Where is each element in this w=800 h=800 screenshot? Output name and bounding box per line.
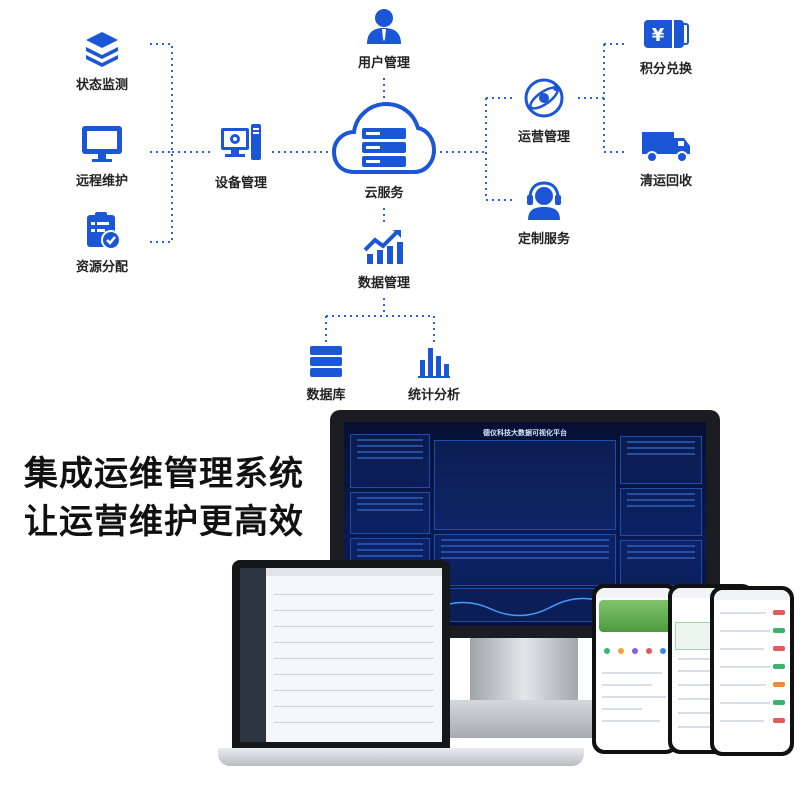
dashboard-panel — [350, 434, 430, 488]
phone-banner — [599, 600, 671, 632]
node-cloud-service: 云服务 — [330, 98, 438, 201]
node-operations-management: 运营管理 — [508, 76, 580, 145]
dashboard-panel — [620, 436, 702, 484]
node-label: 远程维护 — [75, 174, 128, 189]
monitor-stand — [470, 638, 578, 708]
headset-icon — [527, 181, 561, 220]
layers-icon — [86, 32, 118, 67]
computer-gear-icon — [221, 124, 261, 160]
node-label: 数据库 — [306, 388, 346, 403]
node-label: 运营管理 — [517, 130, 570, 145]
dashboard-panel — [620, 540, 702, 586]
node-label: 数据管理 — [357, 276, 410, 291]
node-label: 资源分配 — [75, 260, 128, 275]
atom-icon — [524, 78, 564, 118]
dashboard-panel — [350, 492, 430, 534]
node-resource-allocation: 资源分配 — [66, 210, 138, 275]
node-status-monitor: 状态监测 — [66, 28, 138, 93]
monitor-base — [430, 700, 620, 738]
node-label: 积分兑换 — [639, 62, 692, 77]
user-icon — [367, 9, 401, 44]
phone-screen — [596, 588, 674, 750]
trend-chart-icon — [363, 230, 403, 264]
node-label: 用户管理 — [357, 56, 410, 71]
node-label: 状态监测 — [75, 78, 128, 93]
node-label: 清运回收 — [639, 174, 692, 189]
node-label: 统计分析 — [407, 388, 460, 403]
dashboard-table — [434, 534, 616, 586]
laptop-sidebar — [240, 568, 266, 742]
node-custom-service: 定制服务 — [508, 180, 580, 247]
cloud-server-icon — [332, 101, 436, 174]
node-user-management: 用户管理 — [346, 6, 422, 71]
truck-icon — [642, 132, 690, 163]
monitor-icon — [82, 126, 122, 162]
dashboard-map — [434, 440, 616, 530]
headline-line-2: 让运营维护更高效 — [24, 502, 304, 542]
node-clearance-recycle: 清运回收 — [630, 128, 702, 189]
phone-3 — [710, 586, 794, 756]
node-label: 云服务 — [364, 186, 404, 201]
clipboard-check-icon — [87, 212, 121, 250]
laptop-keyboard-base — [218, 748, 584, 766]
coupon-yen-icon: ¥ — [644, 20, 689, 48]
node-label: 设备管理 — [214, 176, 267, 191]
phone-screen — [714, 590, 790, 752]
headline-line-1: 集成运维管理系统 — [24, 454, 304, 494]
node-label: 定制服务 — [517, 232, 570, 247]
node-database: 数据库 — [292, 344, 360, 403]
bar-chart-icon — [418, 348, 450, 378]
node-points-exchange: ¥ 积分兑换 — [630, 16, 702, 77]
node-data-management: 数据管理 — [346, 226, 422, 291]
phone-1 — [592, 584, 678, 754]
database-icon — [310, 346, 342, 377]
svg-text:¥: ¥ — [652, 25, 665, 46]
node-device-management: 设备管理 — [205, 122, 277, 191]
laptop — [232, 560, 450, 750]
dashboard-title: 德仪科技大数据可视化平台 — [483, 429, 567, 437]
laptop-screen — [240, 568, 442, 742]
node-remote-maintenance: 远程维护 — [66, 124, 138, 189]
node-statistical-analysis: 统计分析 — [398, 344, 470, 403]
dashboard-panel — [620, 488, 702, 536]
